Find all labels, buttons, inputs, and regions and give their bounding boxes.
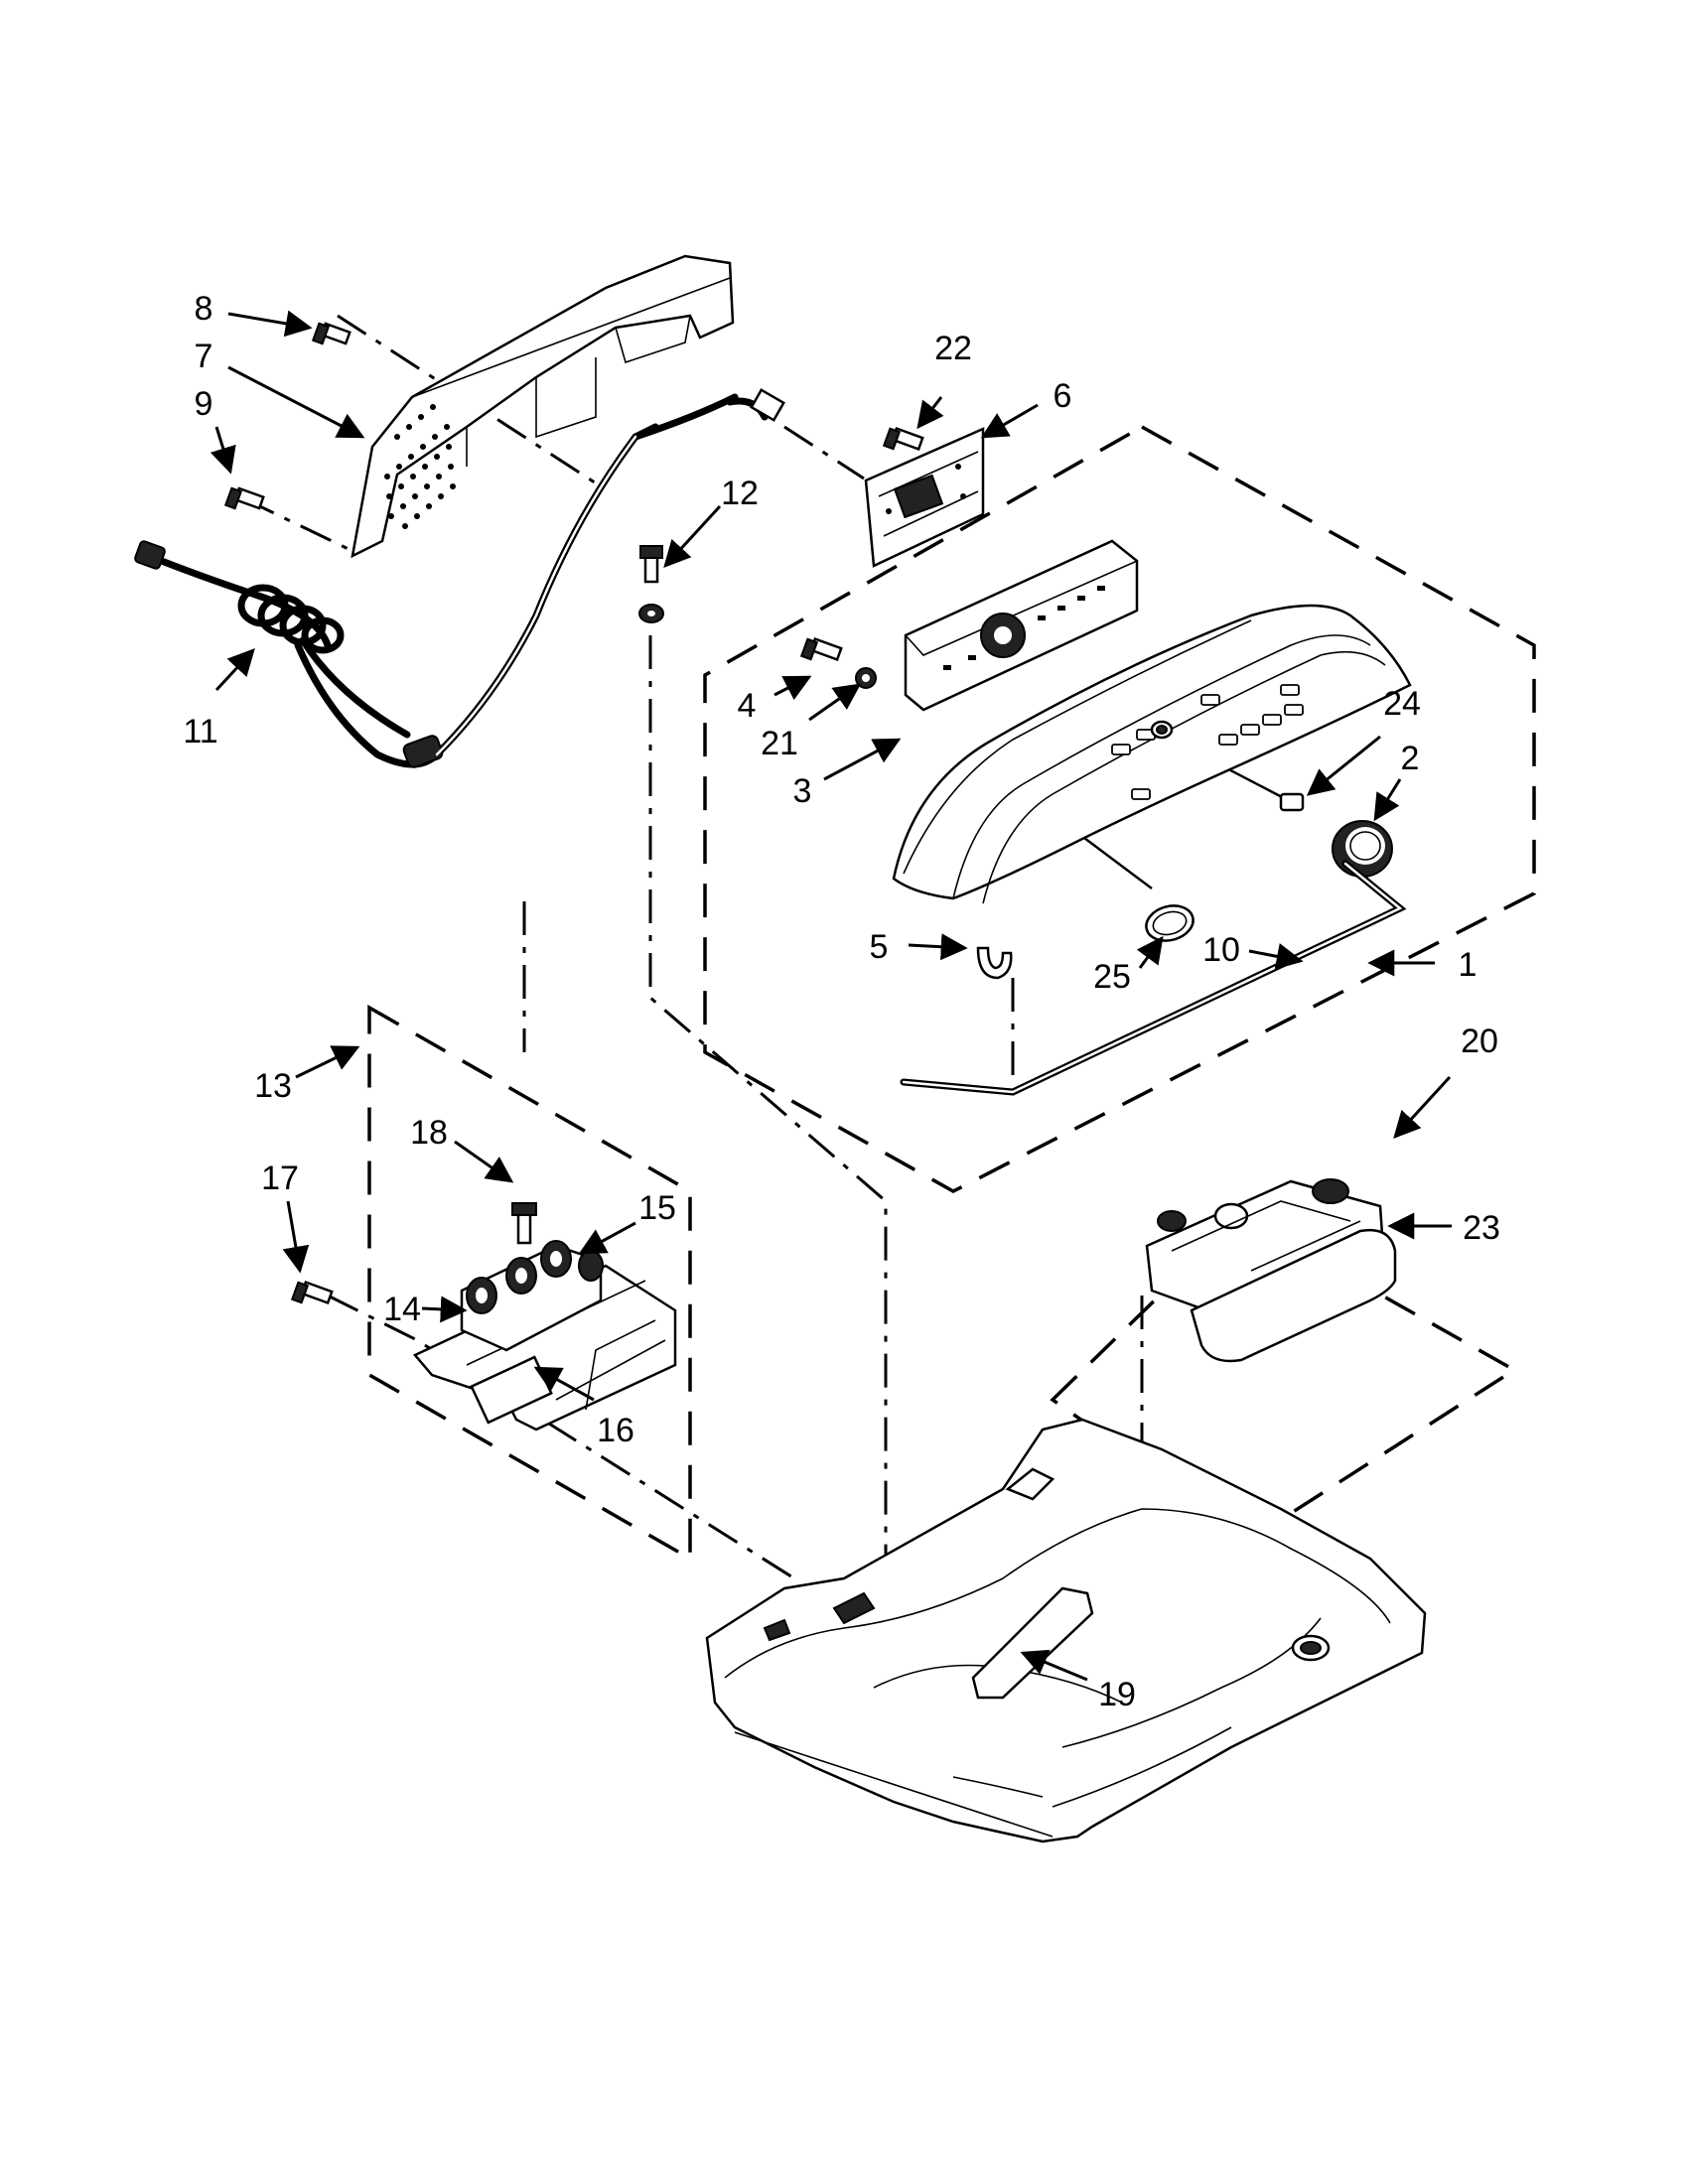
callout-19: 19 bbox=[1098, 1676, 1136, 1713]
callout-12: 12 bbox=[721, 475, 759, 512]
clip-21 bbox=[855, 667, 877, 689]
user-interface-board bbox=[904, 539, 1139, 712]
callout-15: 15 bbox=[638, 1189, 676, 1227]
callout-7: 7 bbox=[195, 338, 213, 375]
lens bbox=[1145, 904, 1195, 942]
callout-arrows bbox=[210, 310, 1452, 1682]
callout-14: 14 bbox=[383, 1291, 421, 1328]
control-board bbox=[864, 427, 985, 568]
screw-4 bbox=[799, 636, 843, 662]
callout-5: 5 bbox=[870, 928, 889, 966]
screw-9 bbox=[223, 486, 265, 510]
callout-1: 1 bbox=[1459, 946, 1477, 984]
callout-6: 6 bbox=[1054, 377, 1072, 415]
console-clip bbox=[976, 946, 1013, 980]
callout-4: 4 bbox=[738, 687, 757, 725]
valve-screw-18 bbox=[511, 1202, 537, 1245]
knob-insert bbox=[1279, 792, 1305, 812]
callout-23: 23 bbox=[1463, 1209, 1500, 1247]
console-rear-panel bbox=[351, 254, 735, 559]
valve-screw-17 bbox=[290, 1280, 334, 1305]
console bbox=[892, 604, 1412, 904]
top-panel bbox=[705, 1418, 1427, 1843]
callout-17: 17 bbox=[261, 1160, 299, 1197]
dispenser-drawer bbox=[1145, 1178, 1397, 1363]
water-valve-assembly-boundary bbox=[367, 1004, 692, 1563]
callout-21: 21 bbox=[761, 725, 798, 762]
callout-22: 22 bbox=[934, 330, 972, 367]
callout-3: 3 bbox=[793, 772, 812, 810]
knob bbox=[1332, 820, 1393, 878]
callout-20: 20 bbox=[1461, 1023, 1498, 1060]
water-valve bbox=[460, 1240, 604, 1352]
callout-labels: 1 2 3 4 5 6 7 8 9 10 11 12 13 14 15 16 1… bbox=[183, 290, 1500, 1713]
callout-9: 9 bbox=[195, 385, 213, 423]
console-gasket bbox=[900, 860, 1407, 1096]
callout-10: 10 bbox=[1202, 931, 1240, 969]
screw-8 bbox=[311, 322, 352, 345]
callout-16: 16 bbox=[597, 1412, 634, 1449]
ground-screw bbox=[638, 545, 664, 623]
callout-11: 11 bbox=[183, 713, 217, 751]
callout-2: 2 bbox=[1401, 740, 1420, 777]
callout-8: 8 bbox=[195, 290, 213, 328]
power-cord-harness bbox=[134, 388, 785, 768]
callout-24: 24 bbox=[1383, 685, 1421, 723]
callout-25: 25 bbox=[1093, 958, 1131, 996]
screw-22 bbox=[882, 426, 924, 452]
callout-13: 13 bbox=[254, 1067, 292, 1105]
console-assembly-boundary bbox=[703, 424, 1536, 1193]
callout-18: 18 bbox=[410, 1114, 448, 1152]
